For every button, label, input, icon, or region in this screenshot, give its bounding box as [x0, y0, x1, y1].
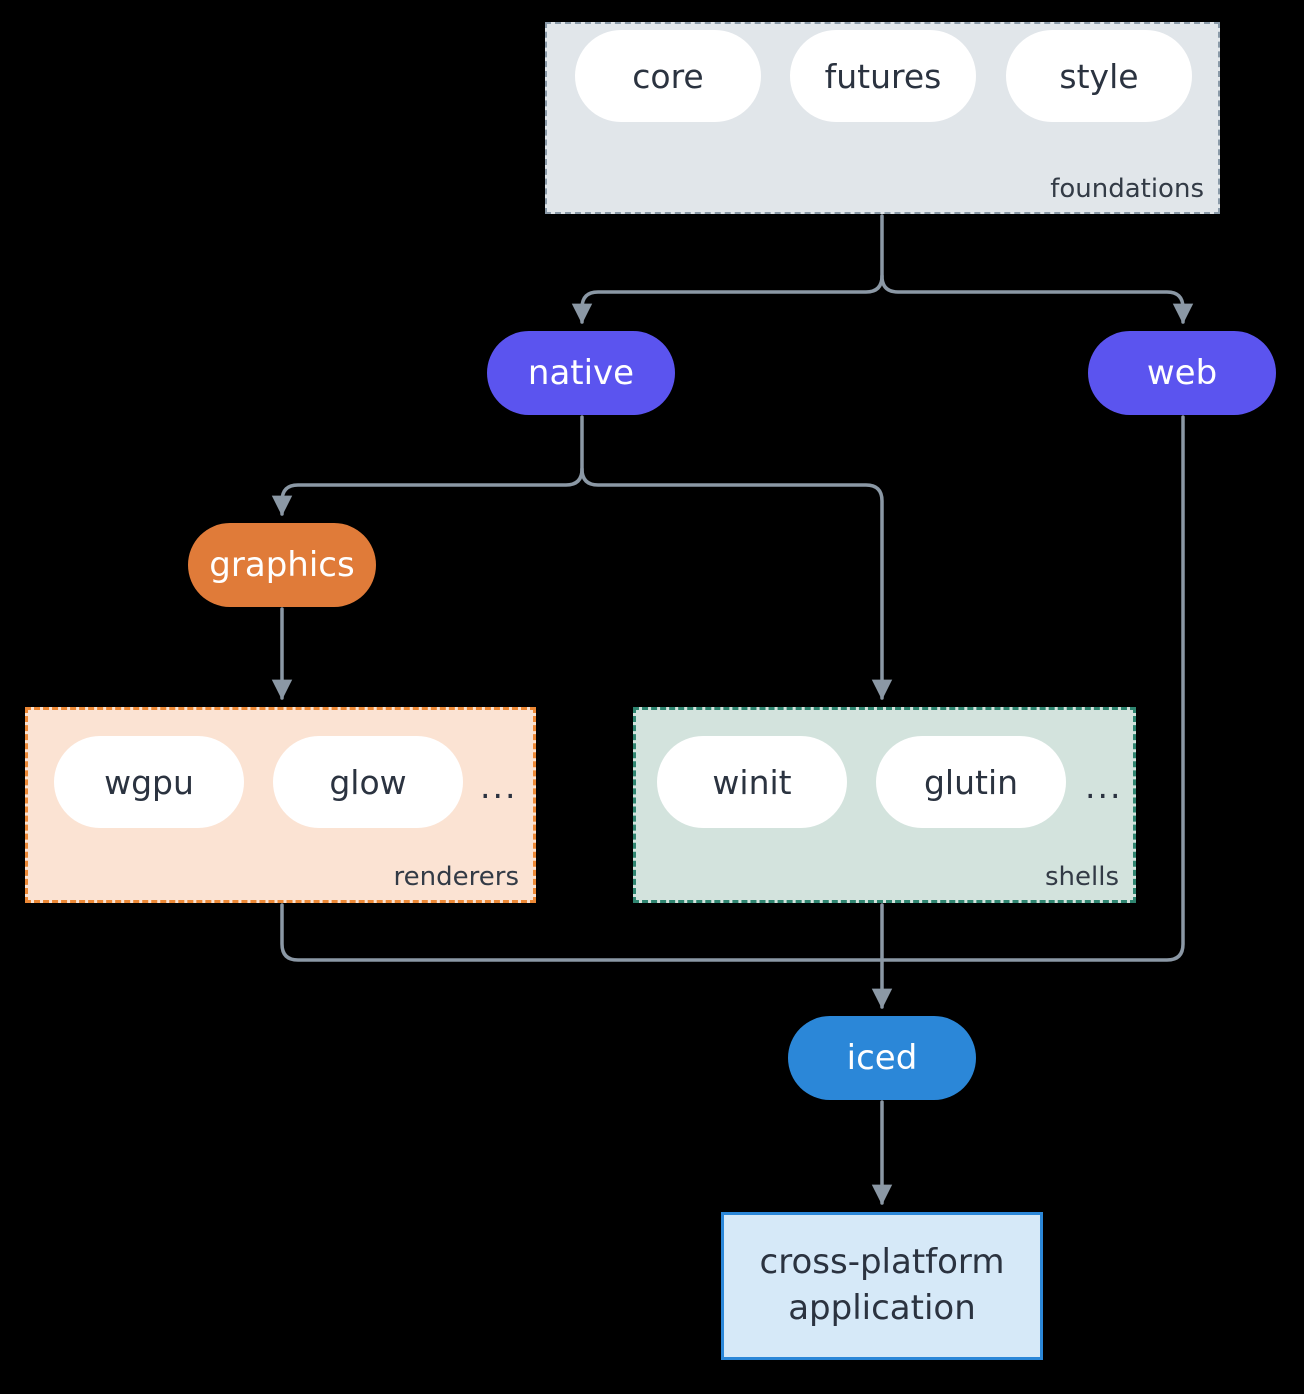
cluster-renderers-label: renderers	[393, 862, 519, 892]
node-winit[interactable]: winit	[657, 736, 847, 828]
edge-native-shells	[580, 467, 893, 701]
cluster-shells: winit glutin ... shells	[633, 707, 1136, 903]
node-iced-label: iced	[846, 1038, 918, 1078]
node-graphics[interactable]: graphics	[188, 523, 376, 607]
node-futures-label: futures	[824, 56, 942, 96]
edge-native-graphics	[271, 415, 584, 517]
renderers-more-ellipsis: ...	[480, 767, 518, 806]
node-graphics-label: graphics	[209, 545, 355, 585]
node-style-label: style	[1059, 56, 1139, 96]
shells-more-ellipsis: ...	[1085, 767, 1123, 806]
node-style[interactable]: style	[1006, 30, 1192, 122]
node-native[interactable]: native	[487, 331, 675, 415]
edge-renderers-iced	[280, 903, 884, 962]
application-label-line2: application	[788, 1288, 976, 1328]
node-iced[interactable]: iced	[788, 1016, 976, 1100]
edge-foundations-web	[880, 274, 1194, 325]
cluster-shells-label: shells	[1044, 862, 1119, 892]
node-glutin[interactable]: glutin	[876, 736, 1066, 828]
node-cross-platform-application[interactable]: cross-platform application	[721, 1212, 1043, 1360]
node-core-label: core	[632, 56, 704, 96]
cluster-foundations-label: foundations	[1050, 174, 1204, 204]
node-futures[interactable]: futures	[790, 30, 976, 122]
node-native-label: native	[527, 353, 635, 393]
node-web[interactable]: web	[1088, 331, 1276, 415]
application-label-line1: cross-platform	[759, 1242, 1005, 1283]
node-wgpu[interactable]: wgpu	[54, 736, 244, 828]
edge-foundations-native	[571, 214, 884, 325]
node-wgpu-label: wgpu	[104, 762, 194, 802]
cluster-renderers: wgpu glow ... renderers	[25, 707, 536, 903]
node-glutin-label: glutin	[923, 762, 1019, 802]
node-glow[interactable]: glow	[273, 736, 463, 828]
cluster-foundations: core futures style foundations	[545, 22, 1220, 214]
node-glow-label: glow	[329, 762, 407, 802]
node-winit-label: winit	[712, 762, 792, 802]
node-core[interactable]: core	[575, 30, 761, 122]
node-web-label: web	[1146, 353, 1218, 393]
